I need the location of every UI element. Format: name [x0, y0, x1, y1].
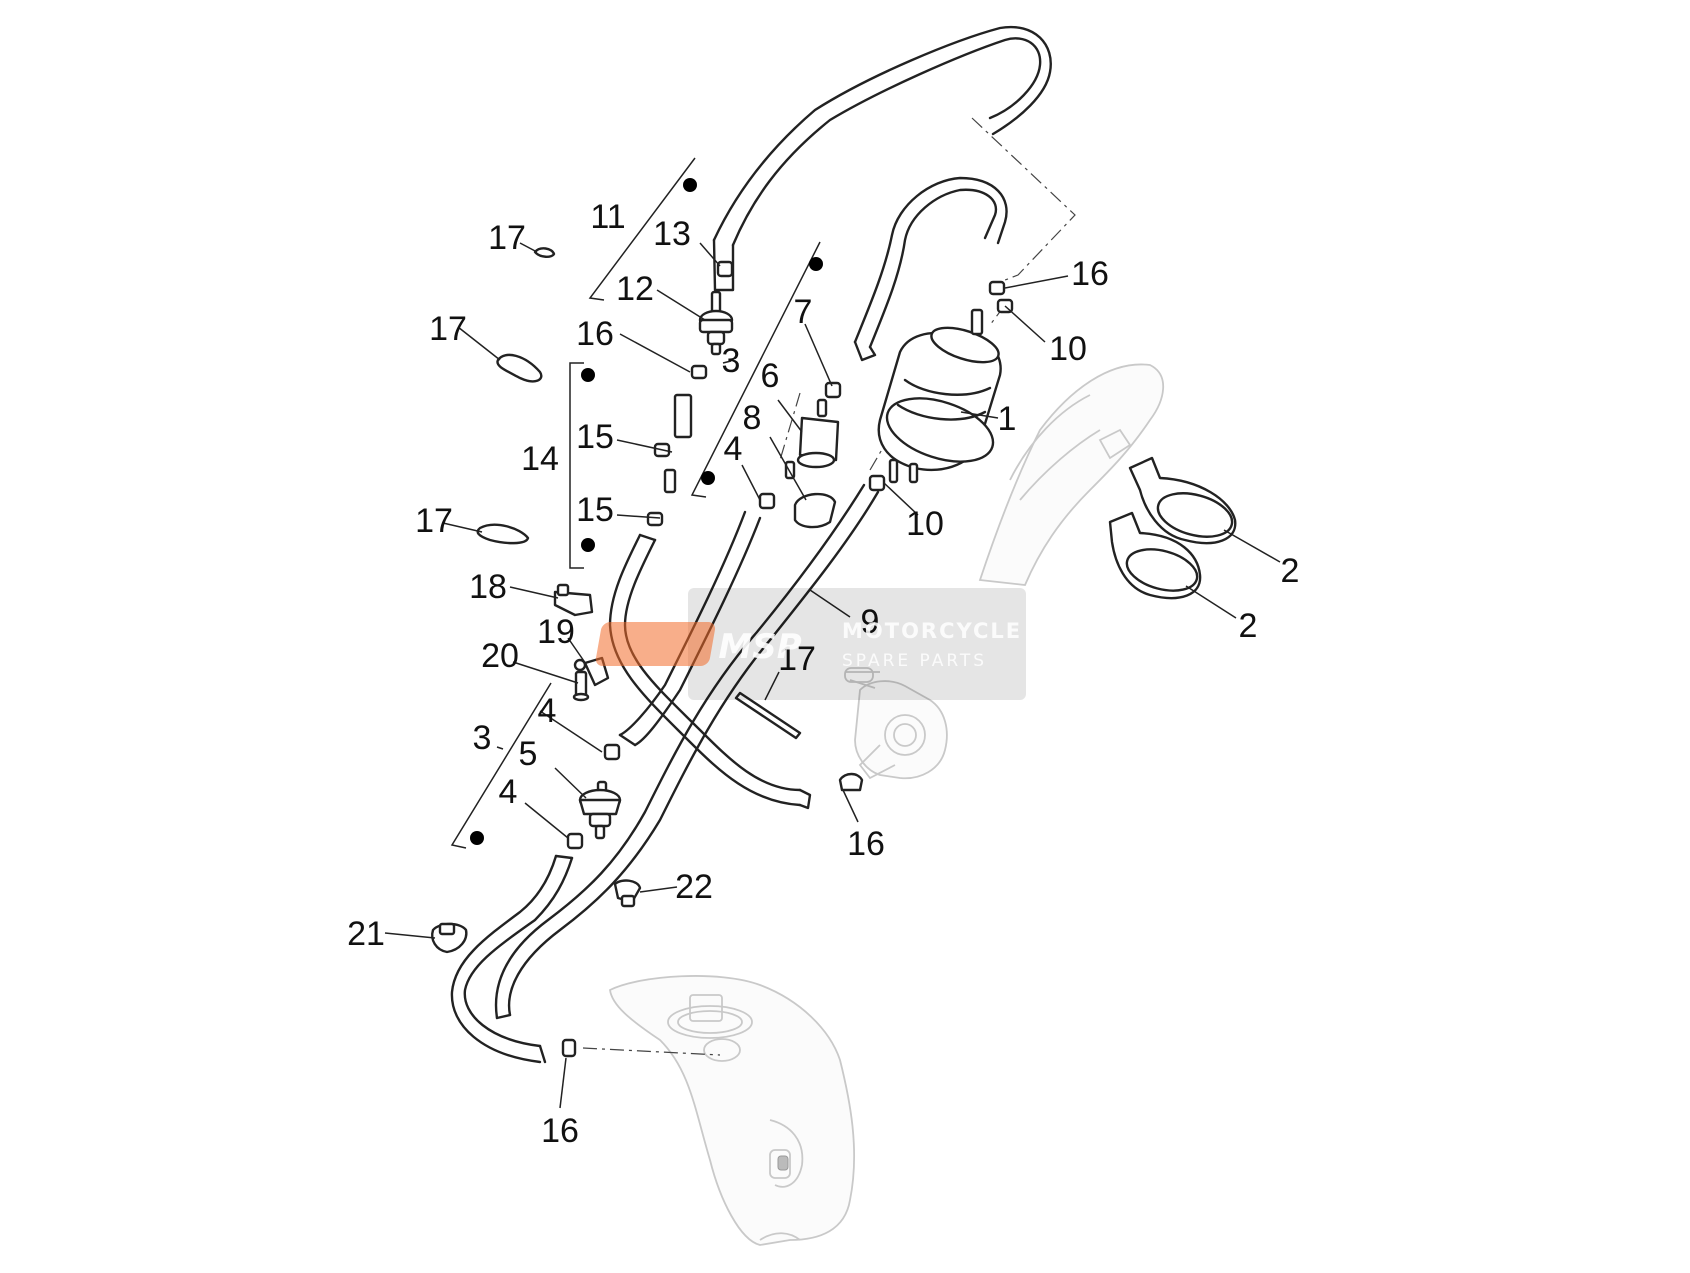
strap-upper — [1128, 456, 1237, 545]
callout-10-lower: 10 — [906, 505, 944, 543]
callout-16-bottom: 16 — [541, 1112, 579, 1150]
callout-4-upper: 4 — [724, 430, 743, 468]
callout-9: 9 — [861, 603, 880, 641]
group-brackets — [450, 157, 821, 849]
callout-15-upper: 15 — [576, 418, 614, 456]
leader-lines — [384, 242, 1281, 1109]
callout-12: 12 — [616, 270, 654, 308]
callout-16-throttle: 16 — [847, 825, 885, 863]
callout-17-middle: 17 — [429, 310, 467, 348]
callout-1: 1 — [998, 400, 1017, 438]
callout-4-middle: 4 — [538, 692, 557, 730]
callout-3-lower: 3 — [473, 719, 492, 757]
callout-2-upper: 2 — [1281, 552, 1300, 590]
hose-lower-loop — [450, 854, 574, 1064]
callout-16-top: 16 — [1071, 255, 1109, 293]
hose-9 — [494, 483, 880, 1020]
callout-2-lower: 2 — [1239, 607, 1258, 645]
callout-19: 19 — [537, 613, 575, 651]
ghost-fuel-tank — [609, 975, 855, 1246]
small-parts — [431, 247, 1014, 1058]
callout-18: 18 — [469, 568, 507, 606]
callout-8: 8 — [743, 399, 762, 437]
strap-lower — [1108, 511, 1202, 600]
callout-20: 20 — [481, 637, 519, 675]
watermark: MSP MOTORCYCLE SPARE PARTS — [595, 588, 1026, 700]
callout-4-lower: 4 — [499, 773, 518, 811]
bullet-markers — [470, 178, 823, 845]
callout-21: 21 — [347, 915, 385, 953]
callout-17-lower: 17 — [415, 502, 453, 540]
watermark-line2: SPARE PARTS — [842, 651, 987, 671]
ghost-frame-panel — [978, 363, 1165, 586]
callout-13: 13 — [653, 215, 691, 253]
callout-3-upper: 3 — [722, 342, 741, 380]
callout-6: 6 — [761, 357, 780, 395]
callout-22: 22 — [675, 868, 713, 906]
callout-17-top: 17 — [488, 219, 526, 257]
alignment-lines — [582, 117, 1076, 1056]
callout-11: 11 — [590, 198, 625, 236]
callout-10-upper: 10 — [1049, 330, 1087, 368]
callout-17-center: 17 — [778, 640, 816, 678]
hose-main-s — [608, 533, 812, 810]
hose-return — [853, 176, 1008, 362]
fuel-pump — [877, 308, 1002, 484]
watermark-line1: MOTORCYCLE — [842, 619, 1022, 643]
callout-5: 5 — [519, 735, 538, 773]
ghost-throttle-body — [844, 667, 948, 780]
watermark-logo: MSP — [718, 627, 801, 667]
hose-upper-long — [712, 25, 1052, 292]
callout-16-left: 16 — [576, 315, 614, 353]
callout-14: 14 — [521, 440, 559, 478]
callout-15-lower: 15 — [576, 491, 614, 529]
callout-7: 7 — [794, 293, 813, 331]
callout-labels: 1 2 2 3 3 4 4 4 5 6 7 8 9 10 10 11 12 13… — [347, 198, 1299, 1150]
